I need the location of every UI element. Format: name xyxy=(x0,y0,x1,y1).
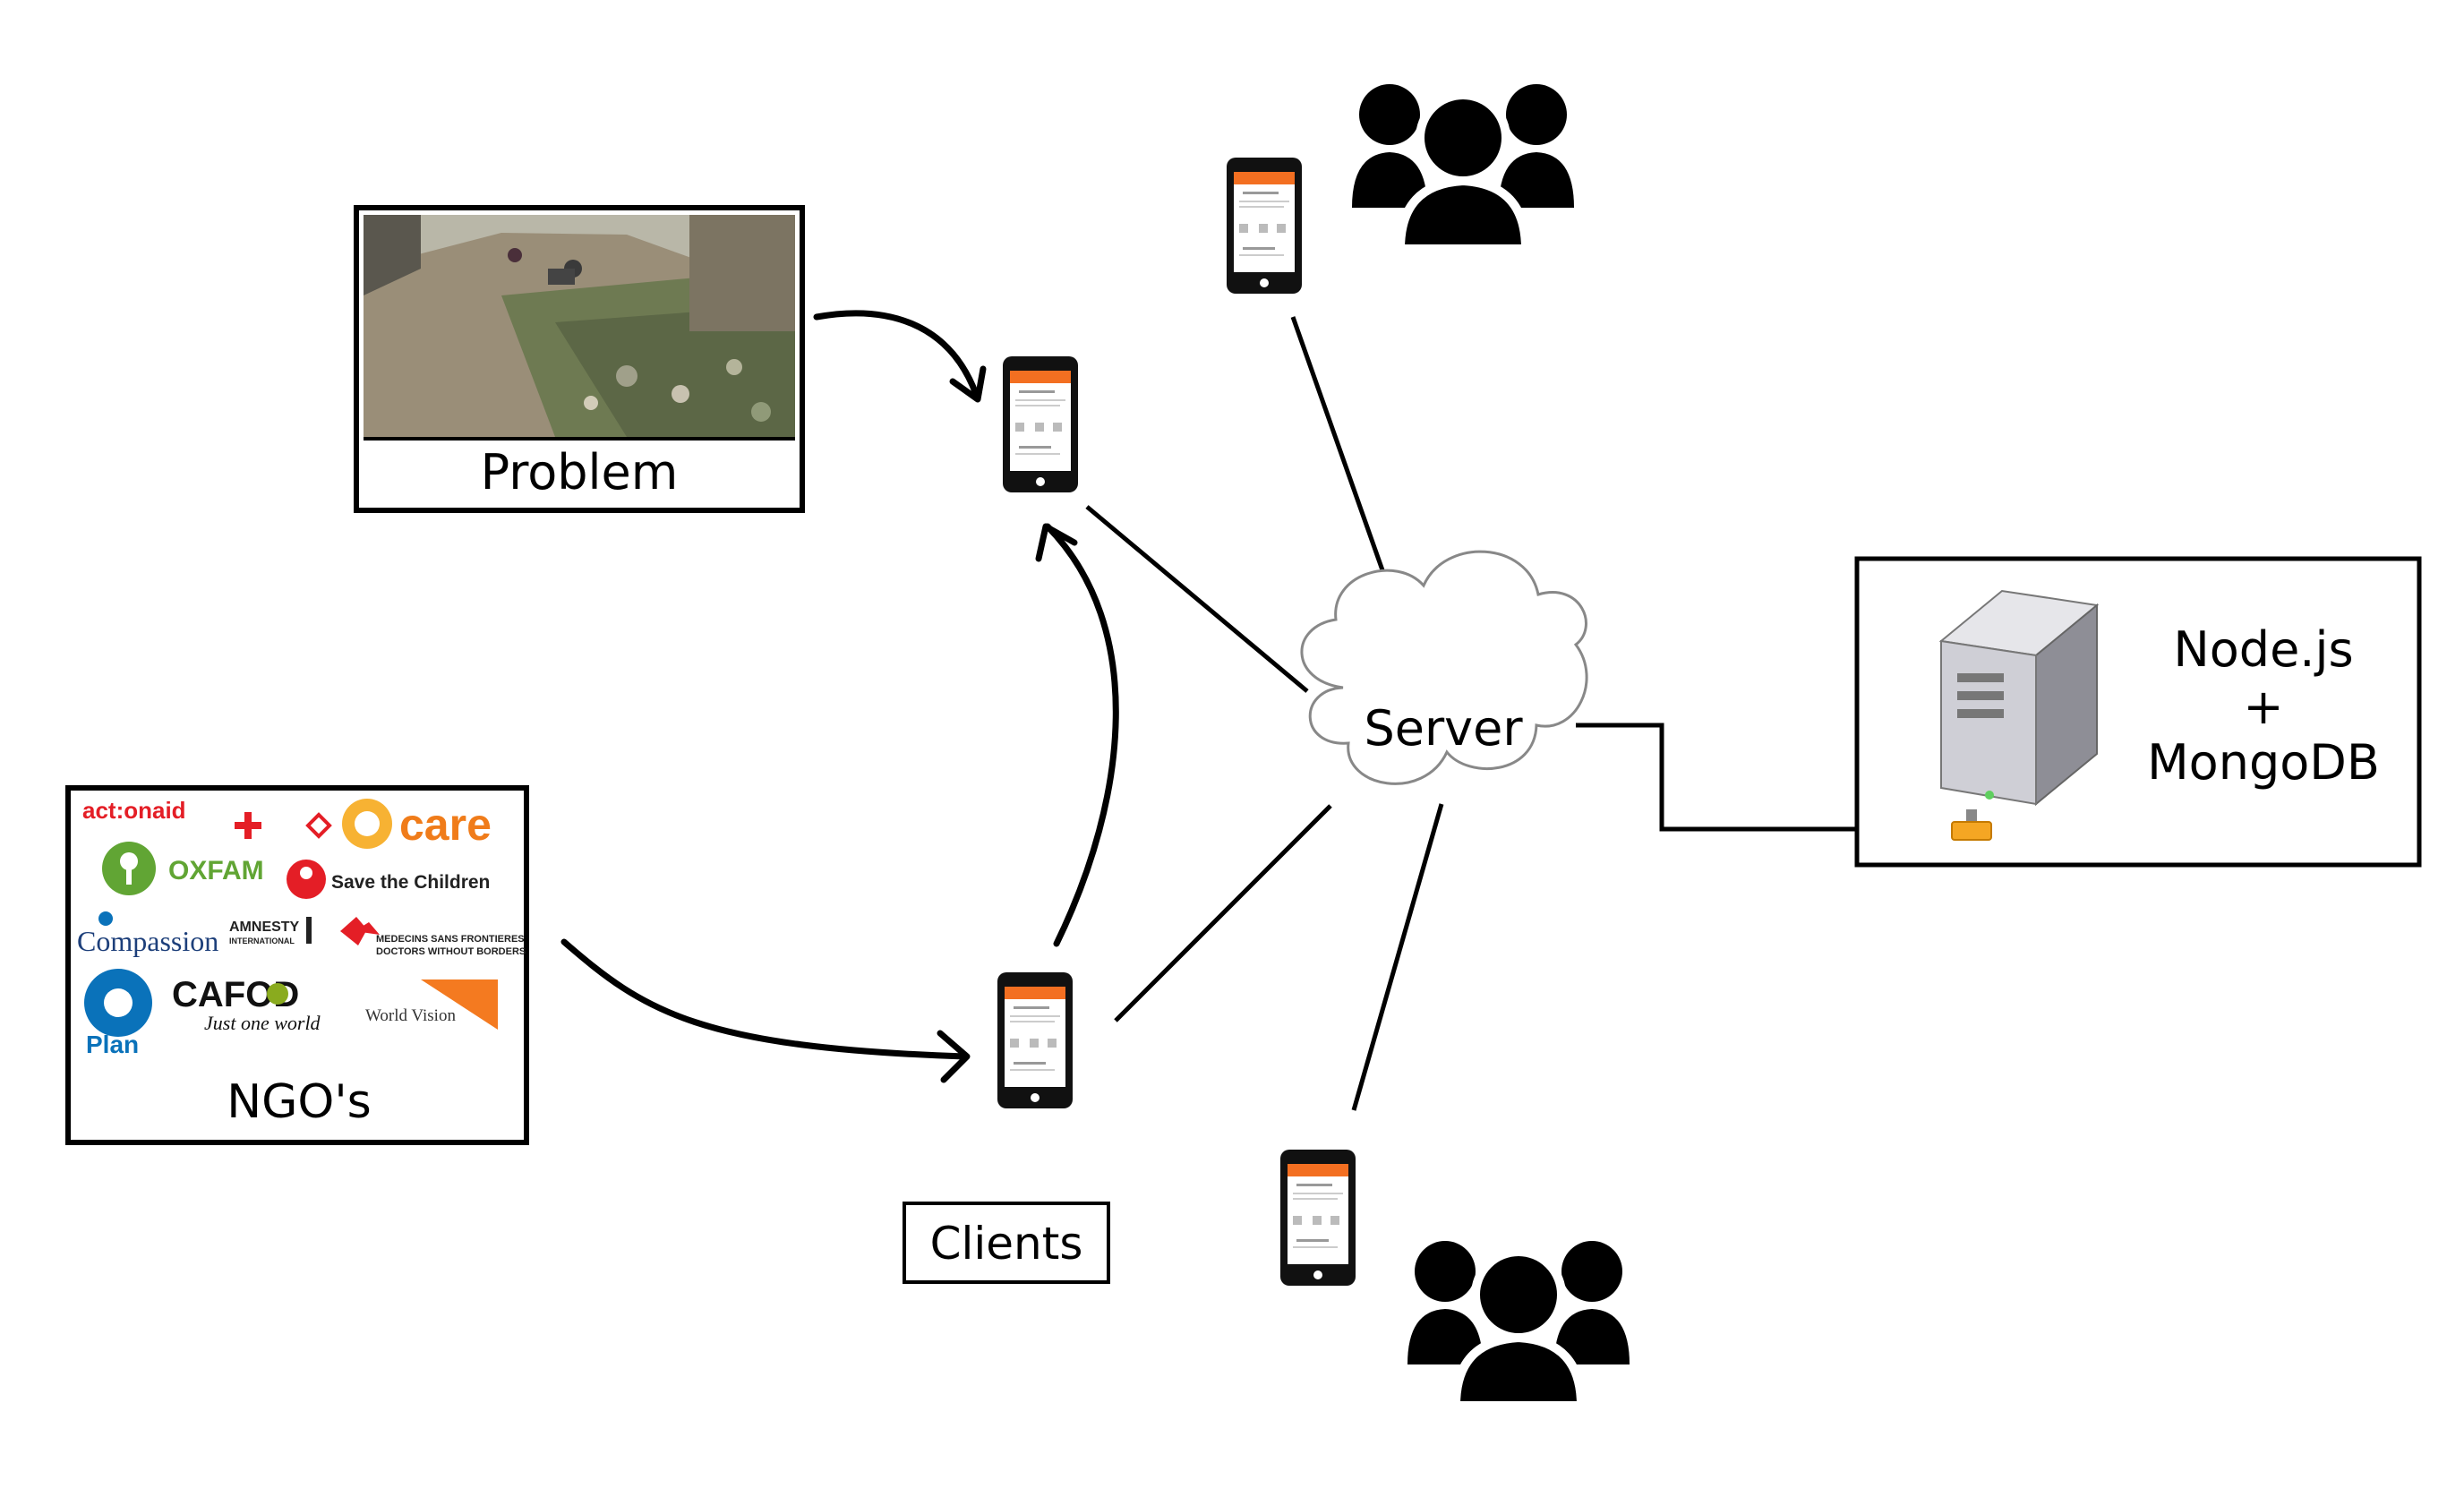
actionaid-logo: act:onaid xyxy=(82,797,186,824)
problem-label: Problem xyxy=(481,444,679,500)
amnesty-logo: AMNESTY INTERNATIONAL xyxy=(229,917,312,945)
problem-box: Problem xyxy=(354,205,805,513)
clients-label: Clients xyxy=(930,1218,1083,1270)
smartphone-icon xyxy=(1280,1150,1356,1286)
phone-to-phone-arrow xyxy=(1044,523,1119,947)
people-group-icon xyxy=(1407,1241,1630,1406)
smartphone-icon xyxy=(1227,158,1302,294)
plan-logo: Plan xyxy=(84,969,152,1058)
svg-text:Save the Children: Save the Children xyxy=(331,872,490,893)
ngo-box: act:onaid care OXFAM Save th xyxy=(65,785,529,1145)
clients-box: Clients xyxy=(903,1202,1110,1284)
world-vision-logo: World Vision xyxy=(365,979,498,1030)
cafod-logo: CAFOD Just one world xyxy=(172,975,321,1034)
backend-box: Node.js + MongoDB xyxy=(1854,556,2422,868)
ngo-to-phone-arrow xyxy=(560,938,969,1060)
svg-text:Just one world: Just one world xyxy=(204,1012,321,1034)
backend-line3: MongoDB xyxy=(2147,734,2380,791)
problem-photo xyxy=(364,215,795,437)
care-logo: care xyxy=(342,799,492,850)
server-label: Server xyxy=(1364,700,1523,757)
server-tower-icon xyxy=(1938,589,2100,841)
svg-text:Compassion: Compassion xyxy=(77,925,218,957)
backend-line1: Node.js xyxy=(2173,621,2353,678)
msf-logo: MEDECINS SANS FRONTIERES DOCTORS WITHOUT… xyxy=(340,917,526,957)
arrows xyxy=(560,310,1119,1083)
ngo-logos: act:onaid care OXFAM Save th xyxy=(77,797,526,1058)
svg-text:OXFAM: OXFAM xyxy=(168,856,264,885)
svg-text:World Vision: World Vision xyxy=(365,1006,456,1025)
svg-text:DOCTORS WITHOUT BORDERS: DOCTORS WITHOUT BORDERS xyxy=(376,946,526,957)
redcross-emblems xyxy=(235,812,332,839)
save-the-children-logo: Save the Children xyxy=(287,860,490,899)
ngo-label: NGO's xyxy=(227,1075,372,1129)
problem-to-phone-arrow xyxy=(813,310,980,398)
smartphone-icon xyxy=(997,972,1073,1108)
svg-text:MEDECINS SANS FRONTIERES: MEDECINS SANS FRONTIERES xyxy=(376,934,525,945)
svg-text:care: care xyxy=(399,800,492,850)
cloud-icon: Server xyxy=(1300,550,1588,785)
people-group-icon xyxy=(1352,84,1574,249)
svg-text:AMNESTY: AMNESTY xyxy=(229,920,300,935)
compassion-logo: Compassion xyxy=(77,911,218,957)
smartphone-icon xyxy=(1003,356,1078,492)
svg-text:INTERNATIONAL: INTERNATIONAL xyxy=(229,937,295,945)
backend-line2: + xyxy=(2243,679,2283,735)
svg-text:Plan: Plan xyxy=(86,1031,139,1058)
oxfam-logo: OXFAM xyxy=(102,842,264,895)
